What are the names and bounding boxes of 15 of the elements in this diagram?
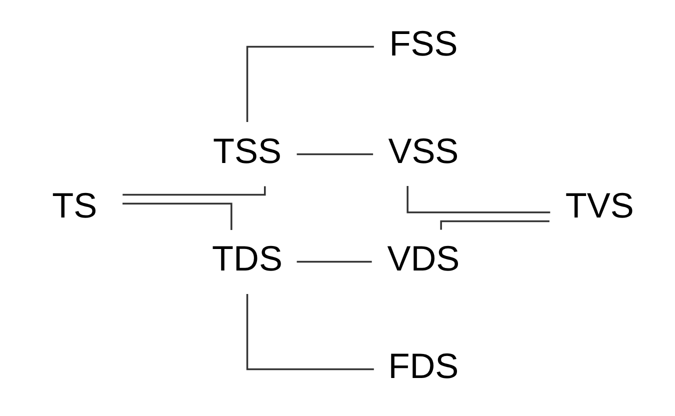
node-text: TS [52, 186, 97, 226]
connector [246, 294, 374, 370]
connector [246, 46, 374, 122]
connector [406, 186, 550, 214]
node-text: VDS [386, 240, 460, 279]
node-text: TVS [564, 186, 634, 226]
node-text: FSS [388, 24, 458, 64]
connector [440, 220, 549, 230]
connector [296, 260, 372, 263]
connector [296, 153, 373, 156]
node-text: VSS [388, 132, 458, 172]
node-text: FDS [388, 347, 458, 386]
node-text: TDS [212, 240, 282, 279]
node-text: TSS [212, 132, 282, 172]
connector [122, 202, 232, 230]
